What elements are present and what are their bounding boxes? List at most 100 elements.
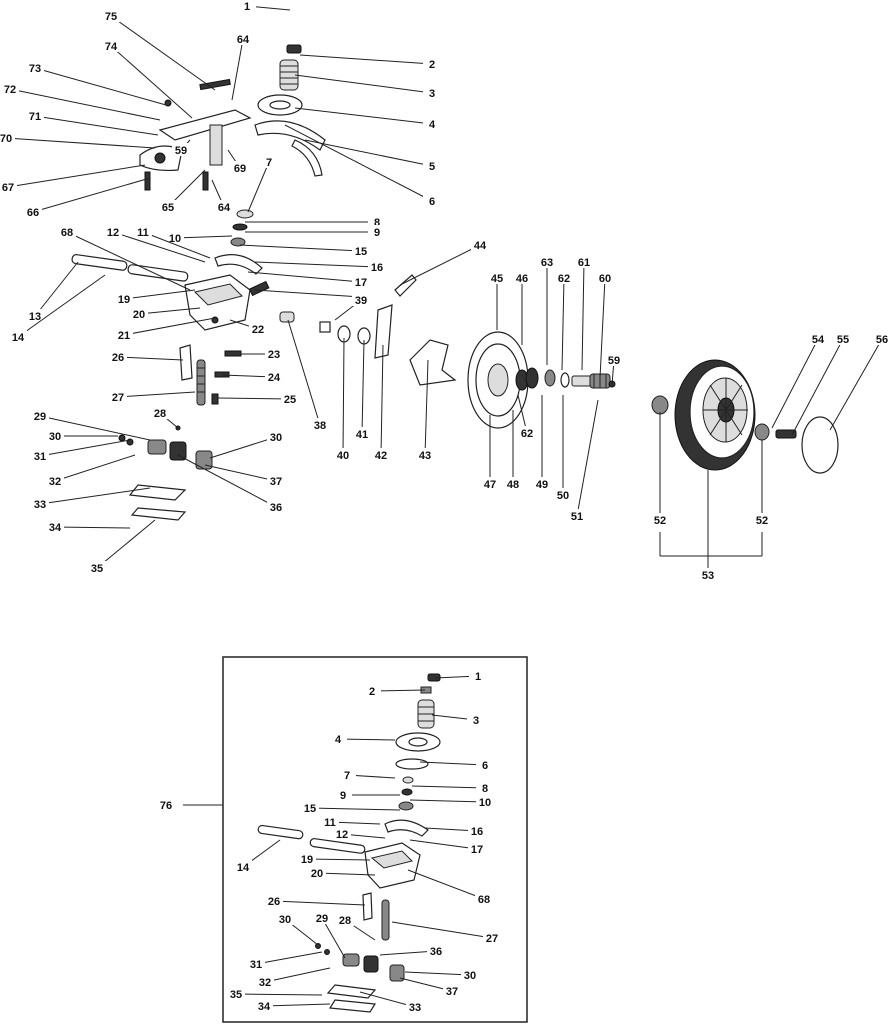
main-label-background <box>31 409 49 422</box>
inset-label-background <box>333 827 351 840</box>
main-leader-line <box>117 391 196 398</box>
main-leader-line <box>294 107 433 125</box>
inset-label-background <box>476 758 494 771</box>
main-label-background <box>372 448 390 461</box>
inset-part-number: 33 <box>409 1002 421 1014</box>
inset-part-number: 28 <box>339 915 351 927</box>
inset-leader-line <box>235 993 323 996</box>
main-label-background <box>423 194 441 207</box>
main-label-background <box>352 275 370 288</box>
inset-part-number: 4 <box>335 734 342 746</box>
main-label-background <box>605 353 623 366</box>
main-label-background <box>31 497 49 510</box>
main-leader-line <box>294 74 433 94</box>
main-part-number: 61 <box>578 257 590 269</box>
main-part-number: 72 <box>4 84 16 96</box>
main-leader-line <box>54 526 131 529</box>
inset-part-number: 14 <box>237 862 250 874</box>
main-part-number: 38 <box>314 420 326 432</box>
main-leader-line <box>829 338 883 431</box>
main-part-number: 2 <box>429 59 435 71</box>
main-label-background <box>267 430 285 443</box>
main-part-number: 75 <box>105 11 117 23</box>
main-leader-line <box>561 277 565 371</box>
main-label-background <box>423 159 441 172</box>
main-label-background <box>265 370 283 383</box>
inset-part-number: 29 <box>316 913 328 925</box>
inset-leader-line <box>309 807 401 811</box>
main-label-background <box>26 61 44 74</box>
main-label-background <box>46 429 64 442</box>
main-leader-line <box>217 397 291 400</box>
inset-leader-line <box>391 921 493 939</box>
main-part-number: 43 <box>419 450 431 462</box>
inset-part-number: 17 <box>471 844 483 856</box>
inset-label-background <box>256 975 274 988</box>
inset-leader-line <box>337 738 396 741</box>
main-part-number: 62 <box>521 428 533 440</box>
main-part-number: 50 <box>557 490 569 502</box>
main-part-number: 5 <box>429 161 435 173</box>
inset-part-number: 20 <box>311 868 323 880</box>
main-label-background <box>9 330 27 343</box>
main-leader-line <box>66 231 191 291</box>
main-part-number: 64 <box>237 34 250 46</box>
inset-callout-label: 76 <box>160 800 172 812</box>
main-part-number: 7 <box>266 157 272 169</box>
main-part-number: 39 <box>355 295 367 307</box>
main-leader-line <box>399 244 481 286</box>
inset-leader-line <box>359 991 416 1008</box>
main-label-background <box>115 292 133 305</box>
inset-part-number: 31 <box>250 959 262 971</box>
main-part-number: 22 <box>252 324 264 336</box>
main-leader-line <box>304 139 433 167</box>
main-leader-line <box>247 271 362 283</box>
main-part-number: 59 <box>608 355 620 367</box>
main-part-number: 46 <box>516 273 528 285</box>
main-label-background <box>488 271 506 284</box>
main-leader-line <box>39 487 151 505</box>
inset-leader-line <box>255 951 323 965</box>
main-part-number: 9 <box>374 227 380 239</box>
inset-label-background <box>468 842 486 855</box>
main-label-background <box>166 231 184 244</box>
main-leader-line <box>424 359 429 456</box>
inset-part-number: 26 <box>268 896 280 908</box>
main-part-number: 56 <box>876 334 888 346</box>
main-part-number: 55 <box>837 334 849 346</box>
main-label-background <box>260 155 278 168</box>
main-part-number: 35 <box>91 563 103 575</box>
main-label-background <box>416 448 434 461</box>
main-label-background <box>109 350 127 363</box>
main-leader-line <box>204 464 277 482</box>
main-part-number: 12 <box>107 227 119 239</box>
main-part-number: 60 <box>599 273 611 285</box>
main-part-number: 69 <box>234 163 246 175</box>
main-leader-line <box>5 137 156 149</box>
main-label-background <box>352 244 370 257</box>
main-leader-line <box>9 88 161 121</box>
inset-leader-line <box>404 971 471 976</box>
main-part-number: 30 <box>270 432 282 444</box>
main-part-number: 4 <box>429 119 436 131</box>
inset-leader-line <box>419 761 486 766</box>
main-leader-line <box>380 344 384 456</box>
inset-label-background <box>298 852 316 865</box>
main-part-number: 8 <box>374 217 380 229</box>
main-label-background <box>809 332 827 345</box>
main-label-background <box>481 477 499 490</box>
main-leader-line <box>342 337 345 456</box>
main-label-background <box>234 32 252 45</box>
main-label-background <box>423 57 441 70</box>
inset-leader-line <box>379 950 437 956</box>
inset-part-number: 15 <box>304 803 316 815</box>
inset-part-number: 32 <box>259 977 271 989</box>
main-label-background <box>538 255 556 268</box>
inset-part-number: 10 <box>479 797 491 809</box>
main-part-number: 1 <box>244 1 250 13</box>
main-part-number: 25 <box>284 394 296 406</box>
main-label-background <box>504 477 522 490</box>
main-label-background <box>102 39 120 52</box>
